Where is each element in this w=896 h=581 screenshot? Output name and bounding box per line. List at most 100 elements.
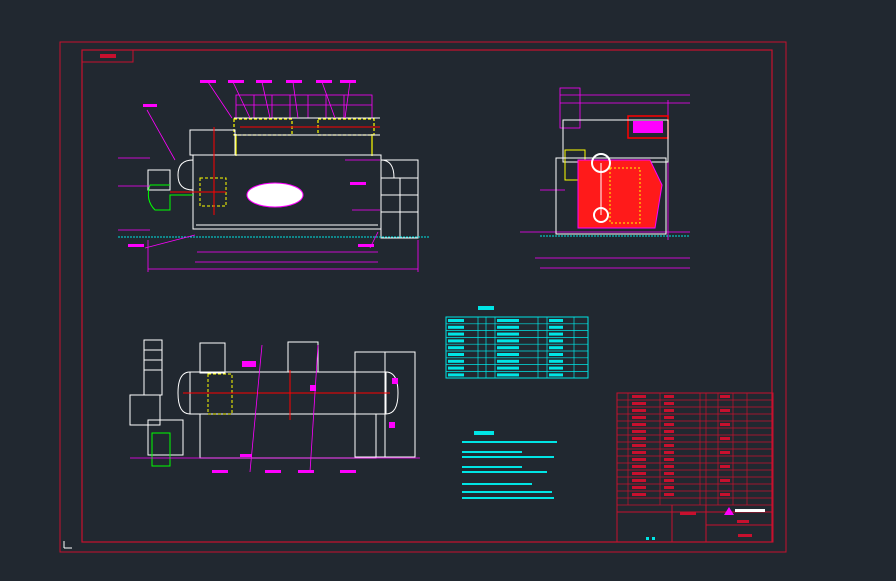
front-elevation-view — [118, 80, 430, 272]
table-border — [445, 316, 589, 379]
ucs-axis-icon — [63, 541, 72, 549]
note-line — [462, 451, 522, 453]
title-cell-text — [632, 437, 646, 440]
title-block-border — [616, 392, 774, 543]
title-cell-text — [632, 465, 646, 468]
title-cell-text — [720, 493, 730, 496]
outer-frame — [59, 41, 787, 553]
top-frame-grid — [235, 94, 373, 119]
title-cell-text — [720, 409, 730, 412]
table-cell-text — [549, 325, 563, 329]
note-line — [462, 483, 532, 485]
table-cell-text — [549, 346, 563, 350]
title-cell-text — [632, 409, 646, 412]
title-cell-text — [632, 479, 646, 482]
table-cell-text — [549, 373, 563, 377]
title-cell-text — [664, 409, 674, 412]
title-cell-text — [664, 493, 674, 496]
furnace-section — [577, 159, 663, 229]
table-cell-text — [448, 366, 464, 370]
table-cell-text — [497, 319, 519, 322]
signature-mark — [652, 537, 655, 540]
table-cell-text — [549, 359, 563, 363]
title-cell-text — [720, 479, 730, 482]
title-cell-text — [720, 465, 730, 468]
table-cell-text — [497, 346, 519, 350]
table-cell-text — [549, 339, 563, 343]
note-line — [462, 456, 554, 458]
title-cell-text — [664, 444, 674, 447]
steam-drums — [233, 118, 375, 156]
note-line — [462, 491, 552, 493]
note-line — [462, 441, 557, 443]
title-cell-text — [664, 472, 674, 475]
note-line — [462, 497, 554, 499]
parameter-table — [445, 306, 589, 379]
title-cell-text — [720, 451, 730, 454]
manhole-ellipse — [246, 182, 304, 208]
title-cell-text — [664, 395, 674, 398]
table-cell-text — [497, 332, 519, 336]
project-name — [680, 512, 696, 515]
table-cell-text — [448, 373, 464, 377]
title-cell-text — [632, 402, 646, 405]
table-cell-text — [497, 366, 519, 370]
technical-notes — [462, 431, 557, 499]
table-cell-text — [497, 339, 519, 343]
title-cell-text — [664, 465, 674, 468]
inner-frame — [81, 49, 773, 543]
title-cell-text — [632, 416, 646, 419]
title-cell-text — [632, 472, 646, 475]
table-cell-text — [549, 366, 563, 370]
title-cell-text — [720, 395, 730, 398]
title-cell-text — [632, 451, 646, 454]
notes-title — [474, 431, 494, 435]
title-cell-text — [664, 423, 674, 426]
dimension-lines — [118, 81, 419, 272]
drawing-code — [738, 534, 752, 537]
table-cell-text — [448, 353, 464, 356]
table-cell-text — [448, 339, 464, 343]
title-cell-text — [664, 437, 674, 440]
company-logo — [724, 507, 734, 515]
signature-mark — [646, 537, 649, 540]
title-cell-text — [632, 444, 646, 447]
title-cell-text — [632, 486, 646, 489]
drawing-title — [737, 520, 749, 523]
plan-view — [129, 339, 420, 473]
title-cell-text — [720, 437, 730, 440]
title-cell-text — [632, 395, 646, 398]
title-cell-text — [632, 423, 646, 426]
title-cell-text — [632, 430, 646, 433]
callout-labels — [128, 80, 374, 247]
company-name — [735, 509, 765, 512]
table-cell-text — [448, 346, 464, 350]
table-cell-text — [497, 325, 519, 329]
table-cell-text — [549, 332, 563, 336]
title-block — [616, 392, 774, 543]
title-cell-text — [664, 402, 674, 405]
side-elevation-view — [520, 87, 690, 269]
table-cell-text — [497, 353, 519, 356]
title-cell-text — [664, 458, 674, 461]
table-cell-text — [448, 359, 464, 363]
title-cell-text — [632, 493, 646, 496]
table-cell-text — [448, 319, 464, 322]
drawing-number-box — [81, 49, 134, 63]
table-cell-text — [549, 319, 563, 322]
table-cell-text — [497, 359, 519, 363]
title-cell-text — [664, 479, 674, 482]
table-cell-text — [448, 325, 464, 329]
table-cell-text — [497, 373, 519, 377]
title-cell-text — [664, 451, 674, 454]
title-cell-text — [664, 416, 674, 419]
note-line — [462, 466, 522, 468]
table-cell-text — [549, 353, 563, 356]
note-line — [462, 471, 547, 473]
title-cell-text — [632, 458, 646, 461]
title-cell-text — [664, 430, 674, 433]
title-cell-text — [720, 423, 730, 426]
table-title — [478, 306, 494, 310]
table-cell-text — [448, 332, 464, 336]
